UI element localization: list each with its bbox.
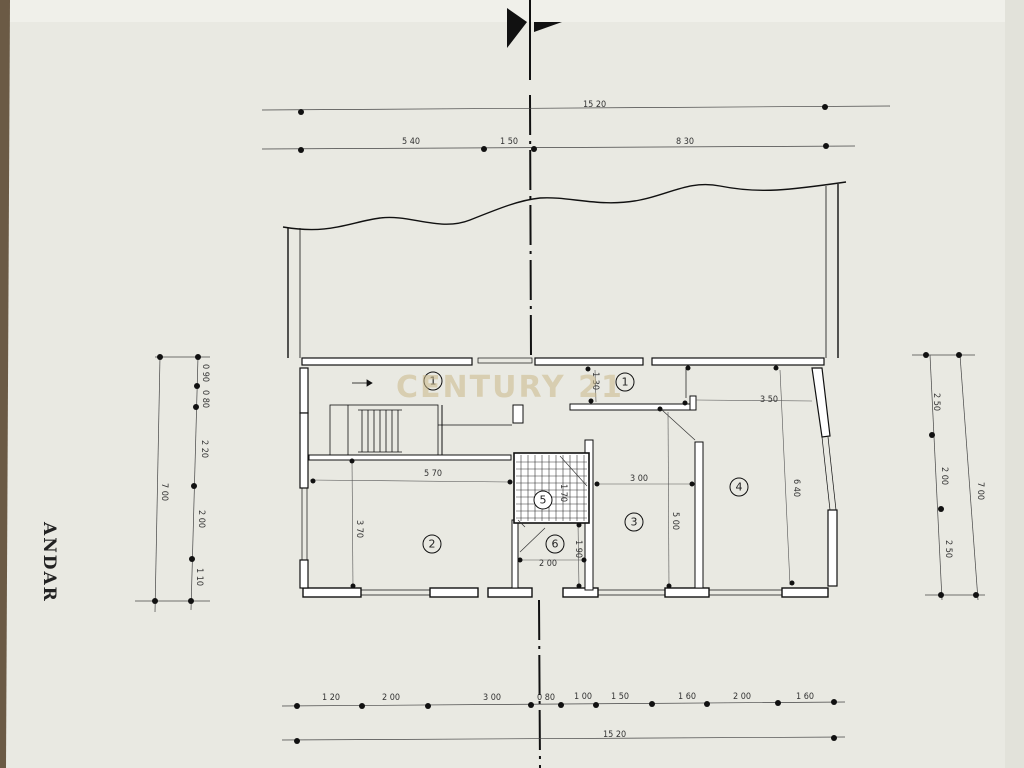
bottom-dim-1: 1 20	[322, 693, 340, 703]
left-dim-1: 0 90	[200, 364, 210, 382]
bottom-overall-dim: 15 20	[603, 730, 626, 740]
interior-dimension-lines	[309, 369, 813, 589]
left-dim-2: 0 80	[200, 390, 210, 408]
svg-text:5: 5	[540, 494, 547, 507]
right-dim-2: 2 00	[939, 467, 949, 485]
room3-width-dim: 3 00	[630, 474, 648, 484]
bottom-dim-8: 2 00	[733, 692, 751, 702]
svg-text:4: 4	[736, 481, 743, 494]
right-overall-dim: 7 00	[975, 482, 985, 500]
right-dimension-lines	[912, 354, 985, 601]
room5-width-dim: 1 70	[558, 484, 568, 502]
svg-text:2: 2	[429, 538, 436, 551]
terrain-outline	[282, 181, 847, 358]
north-arrow-icon	[507, 0, 562, 80]
left-dim-5: 1 10	[194, 568, 204, 586]
room6-width-dim: 2 00	[539, 559, 557, 569]
right-dim-1: 2 50	[931, 393, 941, 411]
room4-depth-dim: 6 40	[791, 479, 801, 497]
left-overall-dim: 7 00	[159, 483, 169, 501]
room-label-1b: 1	[615, 372, 635, 392]
right-dim-3: 2 50	[943, 540, 953, 558]
room2-width-dim: 5 70	[424, 469, 442, 479]
left-dim-4: 2 00	[196, 510, 206, 528]
bottom-dim-4: 0 80	[537, 693, 555, 703]
svg-text:6: 6	[552, 538, 559, 551]
top-dimension-lines	[261, 105, 891, 150]
bottom-dim-2: 2 00	[382, 693, 400, 703]
room3-depth-dim: 5 00	[670, 512, 680, 530]
room-label-1a: 1	[423, 371, 443, 391]
room-label-2: 2	[422, 534, 442, 554]
bottom-dim-5: 1 00	[574, 692, 592, 702]
drawing-title: ANDAR	[39, 521, 59, 603]
bottom-dim-9: 1 60	[796, 692, 814, 702]
bottom-dim-7: 1 60	[678, 692, 696, 702]
svg-text:1: 1	[622, 376, 629, 389]
svg-text:3: 3	[631, 516, 638, 529]
bottom-dim-3: 3 00	[483, 693, 501, 703]
top-overall-dim: 15 20	[583, 100, 606, 110]
top-dim-2: 1 50	[500, 137, 518, 147]
top-dim-1: 5 40	[402, 137, 420, 147]
left-dim-3: 2 20	[199, 440, 209, 458]
watermark: CENTURY 21	[396, 370, 624, 405]
room6-depth-dim: 1 90	[573, 540, 583, 558]
bottom-dim-6: 1 50	[611, 692, 629, 702]
room-label-5: 5	[533, 490, 553, 510]
room-label-4: 4	[729, 477, 749, 497]
door-swings	[517, 409, 696, 553]
room-label-3: 3	[624, 512, 644, 532]
svg-text:1: 1	[430, 375, 437, 388]
room4-width-dim: 3 50	[760, 395, 778, 405]
corridor-dim: 1 30	[590, 372, 600, 390]
bathroom	[513, 452, 590, 524]
room2-depth-dim: 3 70	[354, 520, 364, 538]
top-dim-3: 8 30	[676, 137, 694, 147]
stairs	[329, 379, 439, 456]
room-label-6: 6	[545, 534, 565, 554]
